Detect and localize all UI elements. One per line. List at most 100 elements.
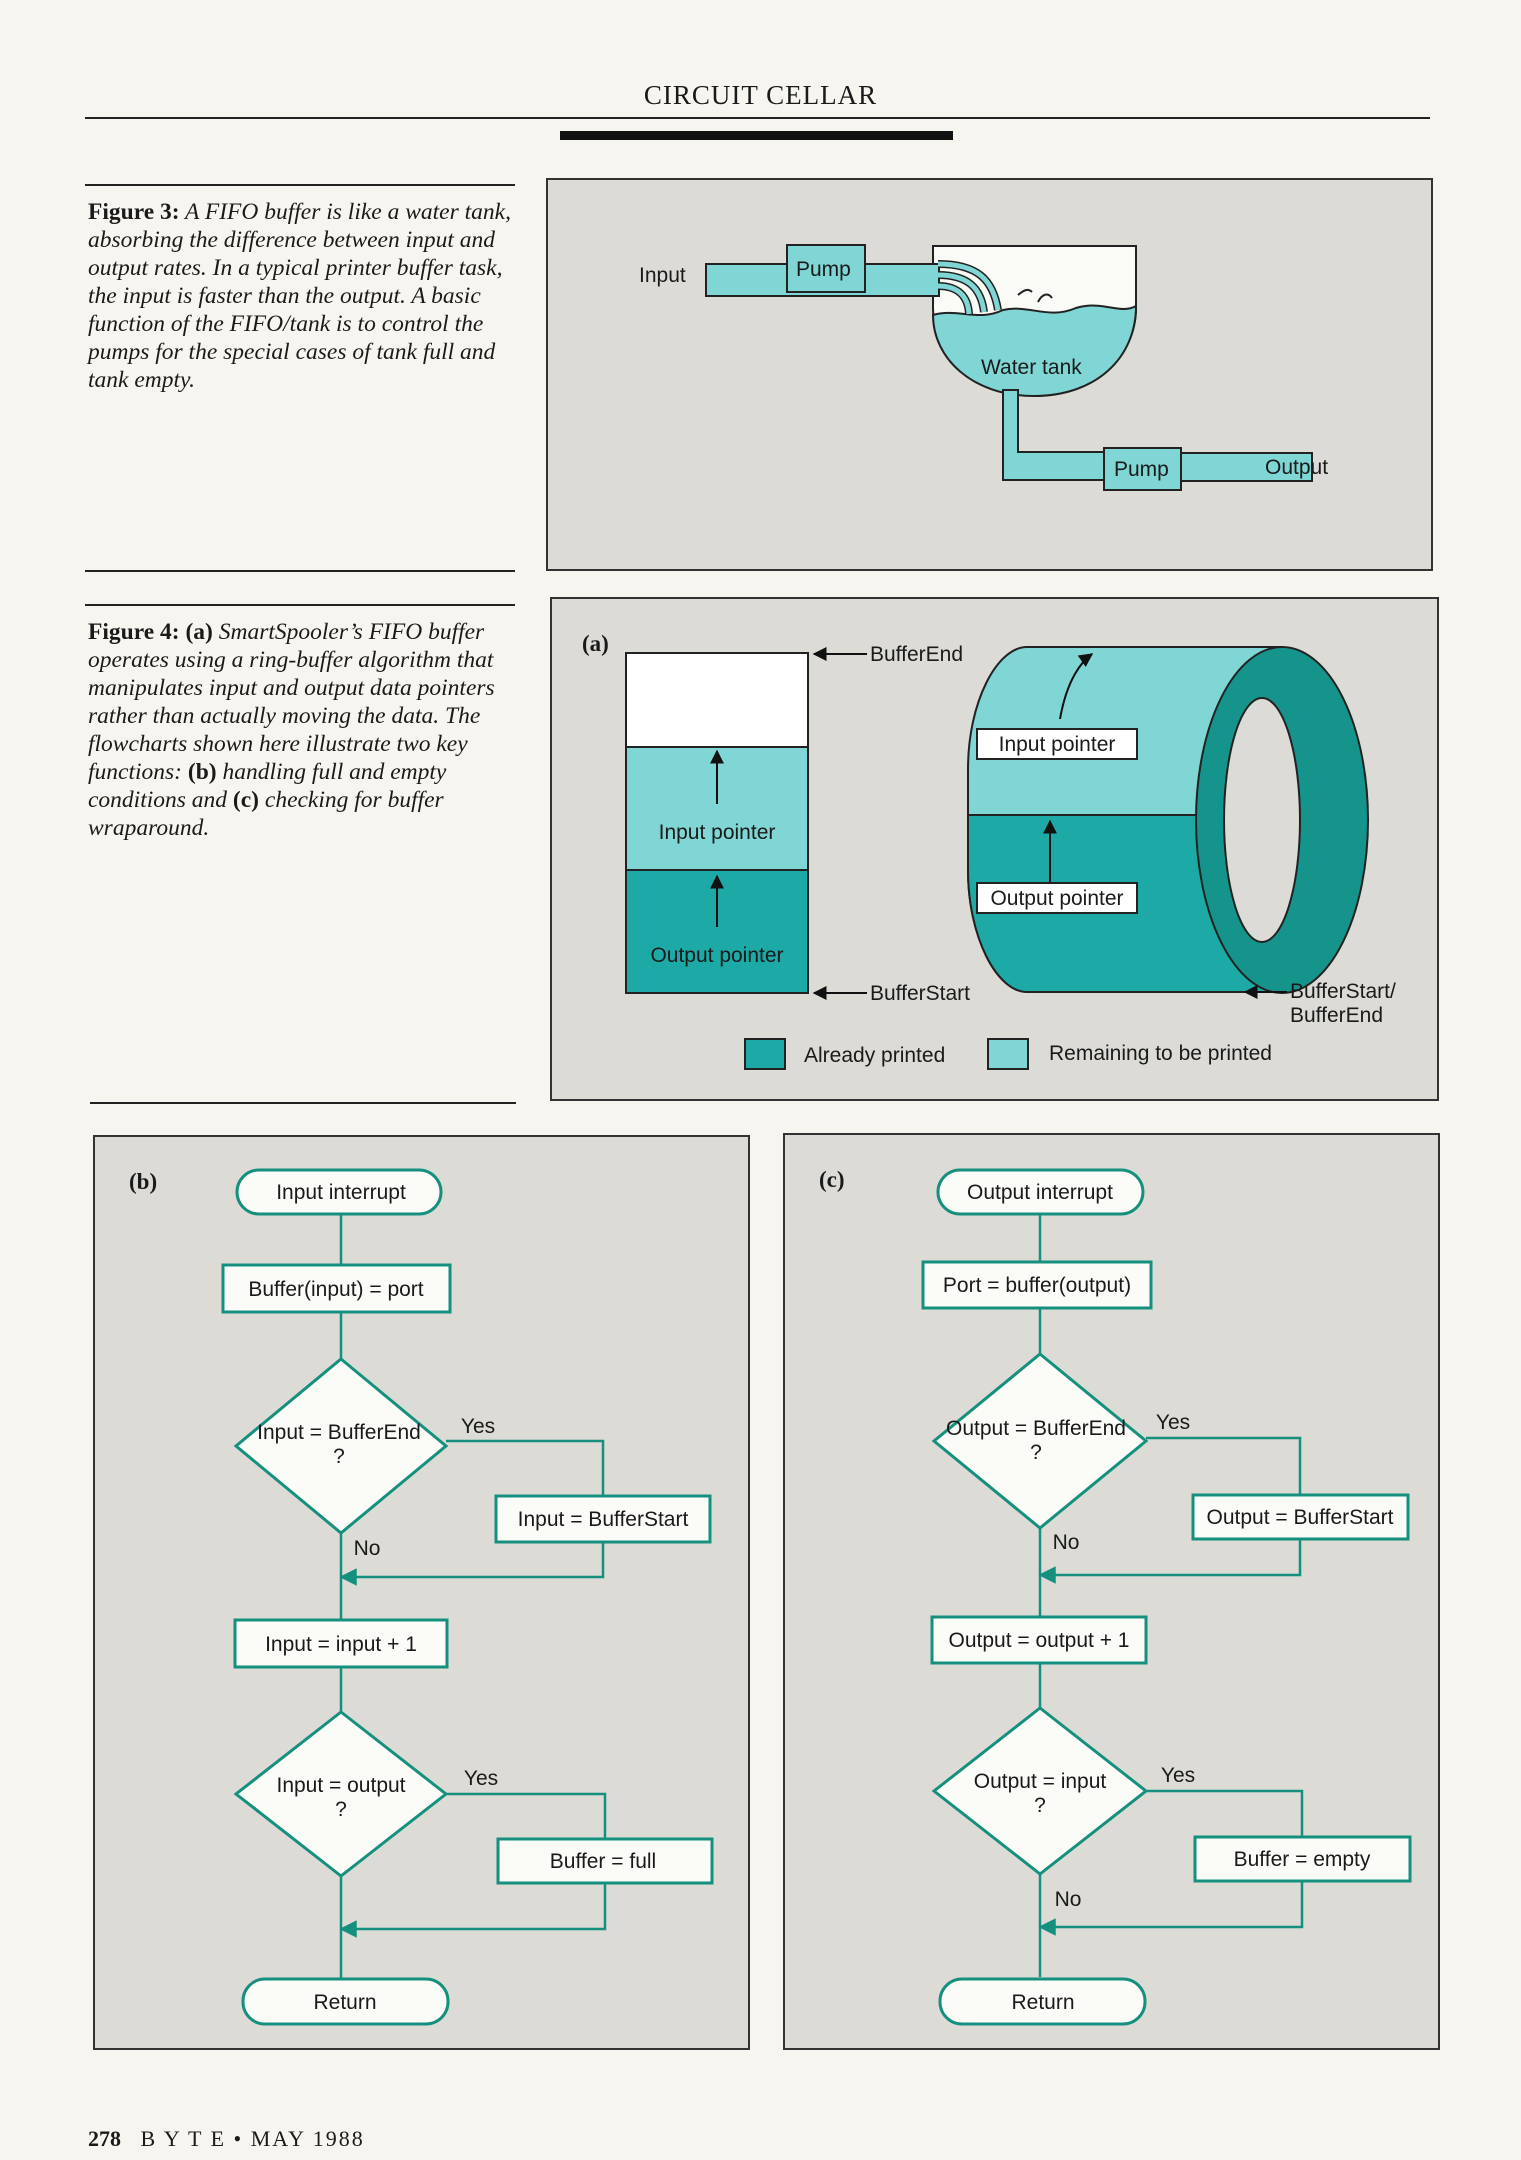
- flow-c-action1: [1191, 1493, 1410, 1541]
- input-pump: [786, 244, 866, 293]
- flow-b-action1-label: Input = BufferStart: [518, 1508, 689, 1531]
- ring-input-arrow: [1059, 653, 1094, 720]
- ring-start-label: BufferStart/: [1290, 980, 1396, 1003]
- water-tank-diagram: Input Pump Water tank Pump Output: [639, 244, 1328, 491]
- flow-c-action2: [1193, 1835, 1412, 1883]
- header-thick-bar: [560, 131, 953, 140]
- ring-input-pointer-box: [976, 728, 1138, 760]
- flow-c-step2-label: Output = output + 1: [949, 1629, 1130, 1652]
- flow-b-decision1: [233, 1357, 449, 1535]
- flow-c-decision2-label: Output = input: [974, 1770, 1107, 1793]
- magazine-name: B Y T E: [140, 2126, 227, 2151]
- figure4c-panel: (c) Output interrupt Port = buffer(outpu…: [783, 1133, 1440, 2050]
- figure4-caption-text-3: checking for buffer wraparound.: [88, 787, 444, 841]
- output-label: Output: [1265, 456, 1328, 479]
- figure4-caption-text-2: handling full and empty conditions and: [88, 759, 447, 813]
- flow-b-merge1-path: [339, 1541, 605, 1586]
- legend-remaining-label: Remaining to be printed: [1049, 1042, 1272, 1065]
- flow-b-action2-label: Buffer = full: [550, 1850, 656, 1873]
- flow-b-action2: [496, 1837, 714, 1885]
- flow-c-yes1-path: [1146, 1436, 1302, 1495]
- input-pointer-label: Input pointer: [659, 821, 776, 844]
- buffer-end-label: BufferEnd: [870, 643, 963, 666]
- buffer-start-label: BufferStart: [870, 982, 970, 1005]
- figure4-caption-text-1: SmartSpooler’s FIFO buffer operates usin…: [88, 619, 495, 785]
- flow-b-yes2-label: Yes: [464, 1767, 498, 1790]
- flow-b-decision1-q: ?: [333, 1445, 345, 1468]
- flow-b-decision1-label: Input = BufferEnd: [257, 1421, 421, 1444]
- flow-b-action1: [494, 1494, 712, 1544]
- flow-c-decision1: [931, 1352, 1149, 1530]
- flowchart-input: (b) Input interrupt Buffer(input) = port…: [129, 1168, 714, 2026]
- ring-end-label: BufferEnd: [1290, 1004, 1383, 1027]
- ring-output-pointer-label: Output pointer: [990, 887, 1123, 910]
- figure4-bottom-rule: [90, 1102, 516, 1104]
- flow-b-yes1-path: [446, 1439, 605, 1497]
- figure3-caption-text: A FIFO buffer is like a water tank, abso…: [88, 199, 511, 393]
- flow-c-start-label: Output interrupt: [967, 1181, 1113, 1204]
- flow-b-step2-label: Input = input + 1: [265, 1633, 417, 1656]
- flow-b-no1-label: No: [354, 1537, 381, 1560]
- flow-c-merge1-path: [1038, 1539, 1302, 1584]
- flow-b-decision2-label: Input = output: [276, 1774, 405, 1797]
- flow-c-no2-label: No: [1055, 1888, 1082, 1911]
- page-number: 278: [88, 2126, 121, 2151]
- figure4-caption-a: (a): [185, 619, 213, 645]
- flow-b-end: [241, 1977, 450, 2026]
- folio-separator: •: [233, 2126, 244, 2151]
- flow-b-start: [235, 1168, 443, 1216]
- flow-c-decision1-label: Output = BufferEnd: [946, 1417, 1126, 1440]
- outlet-pipe: [1002, 389, 1109, 481]
- ring-hole: [1223, 697, 1301, 943]
- flow-c-step1: [921, 1260, 1153, 1310]
- output-pump: [1103, 447, 1182, 491]
- page-folio: 278 B Y T E • MAY 1988: [88, 2126, 365, 2152]
- flow-b-step1: [221, 1263, 452, 1314]
- figure4a-panel: (a) BufferEnd BufferStart Input pointer …: [550, 597, 1439, 1101]
- flow-c-step2: [930, 1615, 1148, 1665]
- panel-c-tag: (c): [819, 1167, 845, 1192]
- figure3-caption-label: Figure 3:: [88, 199, 180, 225]
- tank-label: Water tank: [981, 356, 1082, 379]
- figure4-top-rule: [85, 604, 515, 606]
- flow-b-merge2-path: [339, 1883, 607, 1938]
- flow-c-decision2: [931, 1706, 1149, 1876]
- panel-b-tag: (b): [129, 1169, 157, 1194]
- figure3-caption: Figure 3: A FIFO buffer is like a water …: [88, 198, 518, 394]
- figure4-caption-c: (c): [232, 787, 260, 813]
- flow-b-yes2-path: [446, 1792, 607, 1839]
- flow-c-decision2-q: ?: [1034, 1794, 1046, 1817]
- figure3-top-rule: [85, 184, 515, 186]
- flow-c-yes1-label: Yes: [1156, 1411, 1190, 1434]
- legend-swatch-already: [744, 1038, 786, 1070]
- figure3-bottom-rule: [85, 570, 515, 572]
- input-pump-label: Pump: [796, 258, 851, 281]
- flow-b-step2: [233, 1618, 449, 1669]
- flow-b-start-label: Input interrupt: [276, 1181, 406, 1204]
- flow-c-action1-label: Output = BufferStart: [1207, 1506, 1394, 1529]
- figure4-caption-b: (b): [187, 759, 217, 785]
- ring-buffer-diagram: (a) BufferEnd BufferStart Input pointer …: [582, 631, 1396, 1070]
- ring-input-pointer-label: Input pointer: [999, 733, 1116, 756]
- flowchart-output: (c) Output interrupt Port = buffer(outpu…: [819, 1167, 1412, 2026]
- tank-water: [931, 304, 1138, 398]
- flow-c-end-label: Return: [1011, 1991, 1074, 2014]
- header-rule: [85, 117, 1430, 119]
- legend-already-label: Already printed: [804, 1044, 945, 1067]
- flow-c-yes2-path: [1146, 1789, 1304, 1837]
- flow-b-yes1-label: Yes: [461, 1415, 495, 1438]
- figure4-caption: Figure 4: (a) SmartSpooler’s FIFO buffer…: [88, 618, 518, 842]
- figure3-panel: Input Pump Water tank Pump Output: [546, 178, 1433, 571]
- flow-c-action2-label: Buffer = empty: [1234, 1848, 1371, 1871]
- running-head: CIRCUIT CELLAR: [643, 80, 878, 110]
- output-pointer-label: Output pointer: [650, 944, 783, 967]
- figure4-caption-label: Figure 4:: [88, 619, 180, 645]
- flow-c-decision1-q: ?: [1030, 1441, 1042, 1464]
- ring-output-pointer-box: [976, 882, 1138, 914]
- figure4b-panel: (b) Input interrupt Buffer(input) = port…: [93, 1135, 750, 2050]
- flow-c-yes2-label: Yes: [1161, 1764, 1195, 1787]
- flow-c-end: [938, 1977, 1147, 2026]
- flow-c-no1-label: No: [1053, 1531, 1080, 1554]
- flow-c-start: [936, 1168, 1145, 1216]
- flow-c-step1-label: Port = buffer(output): [943, 1274, 1131, 1297]
